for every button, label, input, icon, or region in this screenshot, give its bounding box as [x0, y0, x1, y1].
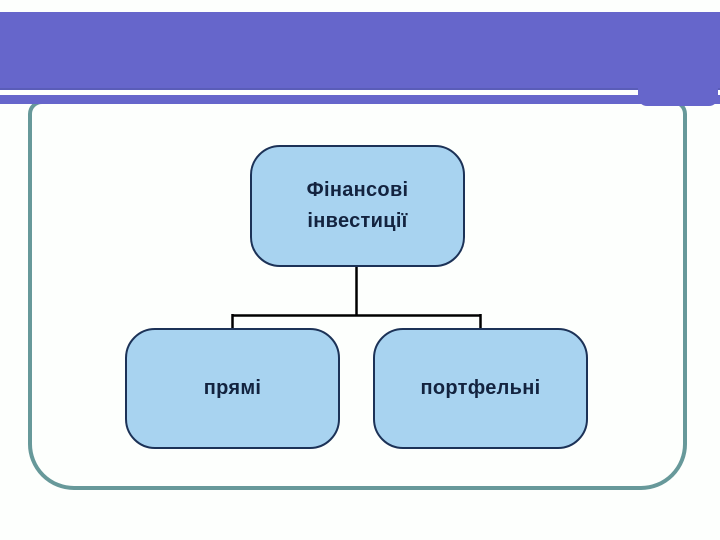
- title-bar: [0, 12, 720, 90]
- node-root-label: Фінансові інвестиції: [307, 175, 409, 237]
- diagram-node-child-left: прямі: [125, 328, 340, 449]
- diagram-node-root: Фінансові інвестиції: [250, 145, 465, 267]
- diagram-node-child-right: портфельні: [373, 328, 588, 449]
- node-root-label-line1: Фінансові: [306, 179, 409, 201]
- node-right-label: портфельні: [420, 377, 541, 399]
- node-root-label-line2: інвестиції: [307, 210, 408, 232]
- title-bar-underline: [0, 95, 720, 104]
- title-bar-tab: [638, 12, 718, 106]
- node-left-label: прямі: [203, 377, 262, 399]
